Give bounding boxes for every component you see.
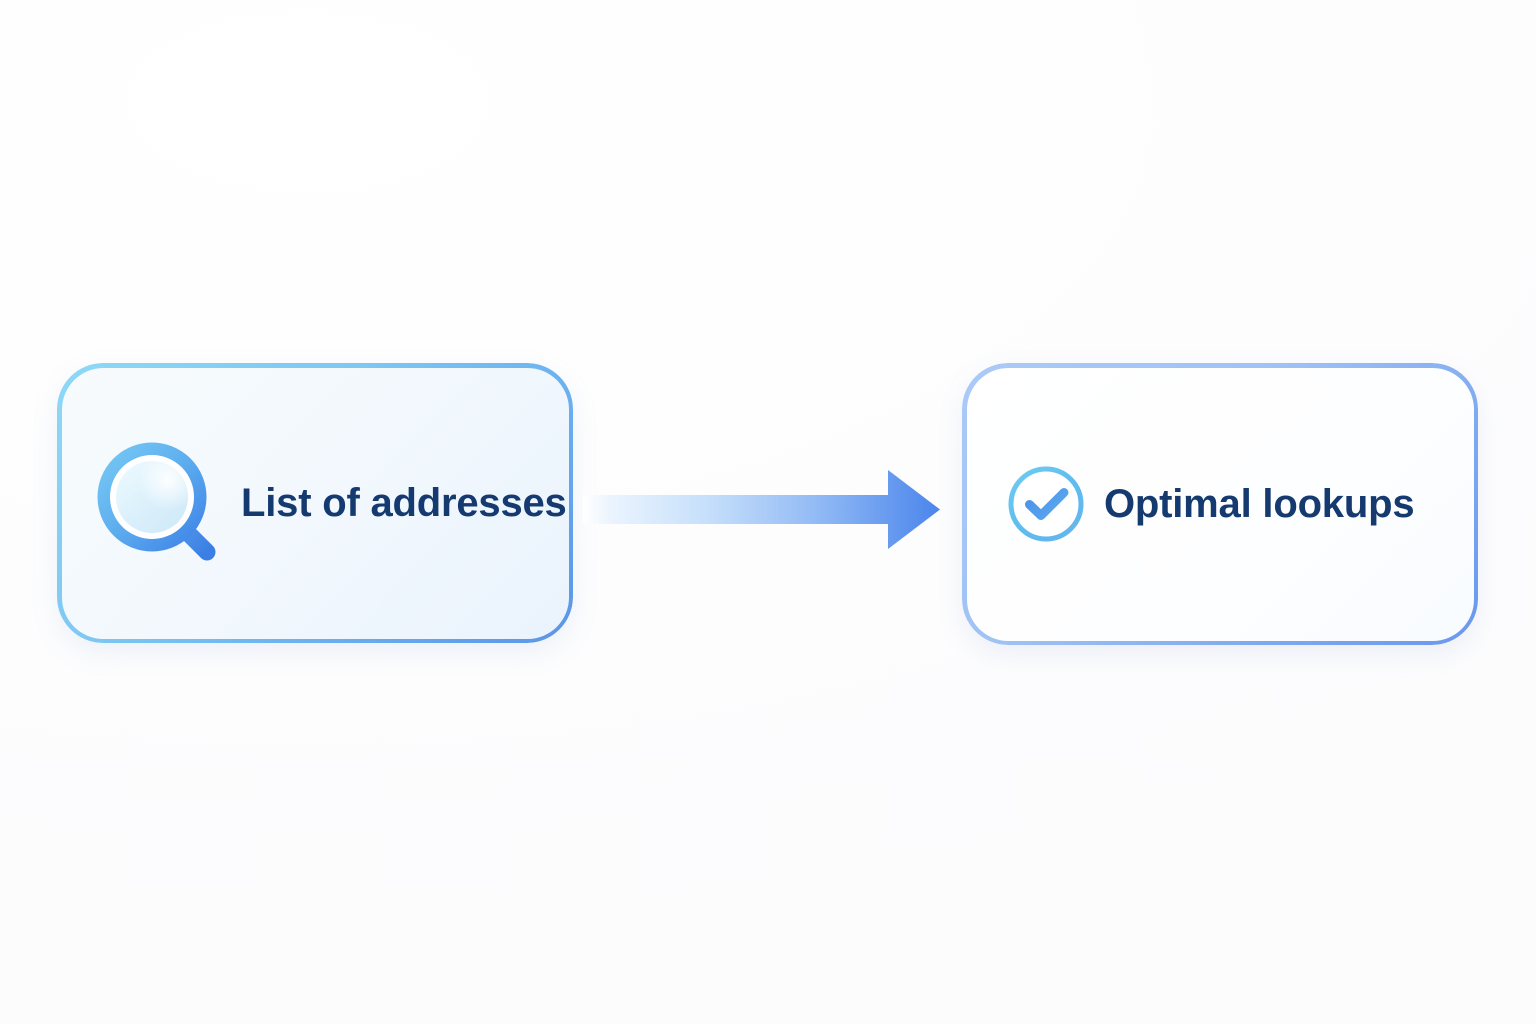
arrow-connector [578,462,946,558]
node-card-source[interactable]: List of addresses [57,363,573,643]
node-label-source: List of addresses [241,480,567,525]
node-label-target: Optimal lookups [1104,481,1415,526]
search-icon [97,442,219,564]
node-card-target[interactable]: Optimal lookups [962,363,1478,645]
check-circle-icon [1006,464,1086,544]
